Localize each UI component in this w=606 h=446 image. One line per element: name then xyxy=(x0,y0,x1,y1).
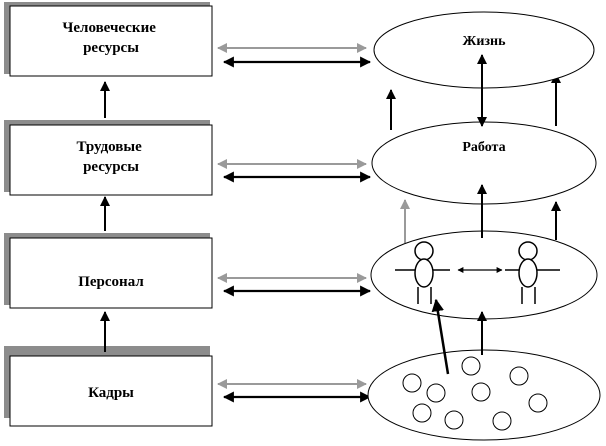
circle-icon xyxy=(492,411,512,431)
sphere-work: Работа xyxy=(371,121,597,205)
svg-text:Кадры: Кадры xyxy=(88,385,134,401)
circle-icon xyxy=(471,382,491,402)
ellipse-side-arrows xyxy=(386,73,561,243)
box-human-resources: Человеческие ресурсы xyxy=(4,2,213,77)
circle-icon-group xyxy=(402,356,548,431)
box-human-resources-line1: Человеческие xyxy=(62,20,156,36)
circle-icon xyxy=(461,356,481,376)
person-icon xyxy=(395,241,450,304)
box-cadres: Кадры xyxy=(4,346,213,427)
sphere-life-label: Жизнь xyxy=(462,34,506,49)
box-personnel-line1: Персонал xyxy=(78,274,144,290)
box-labor-resources: Трудовые ресурсы xyxy=(4,120,213,196)
box-personnel: Персонал xyxy=(4,233,213,309)
circle-icon xyxy=(444,410,464,430)
sphere-work-label: Работа xyxy=(462,140,505,155)
inner-arrows xyxy=(431,54,503,375)
box-labor-resources-line1: Трудовые xyxy=(76,139,142,155)
svg-text:Человеческие ресурсы: Человеческие ресурсы xyxy=(62,20,159,56)
circle-icon xyxy=(402,373,422,393)
svg-text:Персонал: Персонал xyxy=(78,274,144,290)
circle-icon xyxy=(528,393,548,413)
circle-icon xyxy=(426,383,446,403)
person-icon xyxy=(505,241,560,304)
box-human-resources-line2: ресурсы xyxy=(83,40,139,56)
circle-icon xyxy=(412,403,432,423)
box-cadres-line1: Кадры xyxy=(88,385,134,401)
sphere-personnel xyxy=(370,230,598,320)
svg-text:Трудовые ресурсы: Трудовые ресурсы xyxy=(76,139,145,175)
sphere-life: Жизнь xyxy=(373,11,595,89)
horizontal-arrows xyxy=(217,43,372,403)
circle-icon xyxy=(509,366,529,386)
box-labor-resources-line2: ресурсы xyxy=(83,159,139,175)
